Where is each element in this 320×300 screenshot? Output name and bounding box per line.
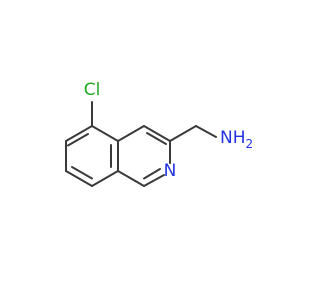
molecule-diagram: Cl N NH2 — [65, 80, 253, 187]
amine-group-label: NH2 — [220, 128, 253, 151]
bond-c3-ch2 — [169, 125, 197, 142]
bond-c8-c8a — [91, 170, 119, 187]
bond-c7-c8 — [65, 170, 93, 187]
amine-nh-text: NH — [220, 128, 246, 148]
bond-c7-c8-double — [71, 166, 93, 180]
bond-n2-c1-double — [143, 168, 161, 180]
bond-c5-c6 — [65, 125, 93, 142]
structure-canvas: Cl N NH2 — [65, 80, 253, 187]
bond-c4-c3 — [143, 125, 171, 142]
amine-subscript: 2 — [246, 137, 254, 151]
bond-c4a-c5 — [91, 125, 119, 142]
chlorine-atom-label: Cl — [84, 80, 101, 100]
bond-c4a-c4 — [117, 125, 145, 142]
ring-nitrogen-label: N — [164, 161, 177, 181]
bond-c6-c5-double — [67, 133, 89, 147]
bond-c4-c3-double — [146, 132, 167, 145]
bond-ch2-nh2 — [195, 125, 217, 138]
bond-n2-c1 — [143, 174, 165, 187]
bond-c1-c8a — [117, 170, 145, 187]
